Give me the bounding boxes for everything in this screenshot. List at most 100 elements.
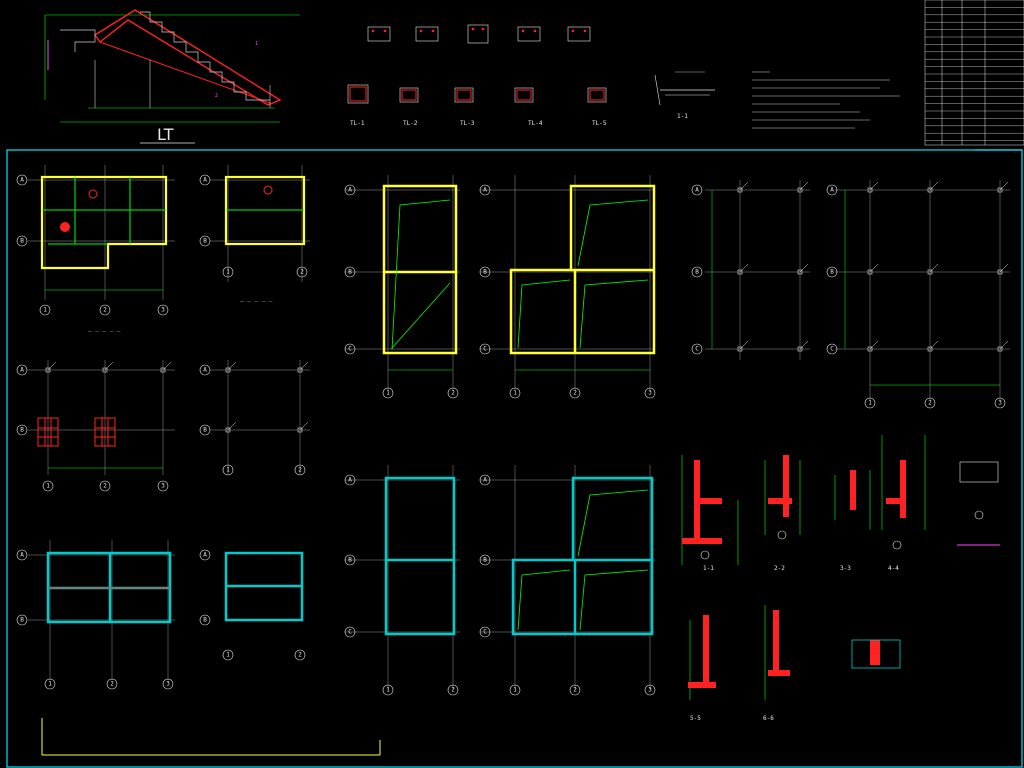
axis-bubble-icon xyxy=(16,549,28,561)
axis-bubble-icon-label: 3 xyxy=(648,390,652,397)
beam-schedule-table xyxy=(924,0,1024,146)
axis-bubble-icon xyxy=(99,304,111,316)
section-detail-small: 1-1 xyxy=(654,71,715,120)
column-icon xyxy=(797,187,803,193)
axis-bubble-icon-label: A xyxy=(483,477,487,484)
axis-bubble-icon-label: C xyxy=(483,629,487,636)
axis-bubble-icon xyxy=(157,480,169,492)
axis-bubble-icon-label: A xyxy=(483,187,487,194)
axis-bubble-icon xyxy=(222,649,234,661)
column-icon xyxy=(867,187,873,193)
structural-plan-center-1 xyxy=(345,175,460,390)
svg-text:_ _ _ _ _: _ _ _ _ _ xyxy=(240,295,273,302)
axis-bubble-icon-label: B xyxy=(20,617,24,624)
axis-bubble-icon-label: 2 xyxy=(451,390,455,397)
beam-label-5: TL-5 xyxy=(592,120,607,127)
axis-bubble-icon-label: 2 xyxy=(298,652,302,659)
axis-bubble-icon-label: B xyxy=(348,269,352,276)
column-icon xyxy=(737,269,743,275)
axis-bubble-icon-label: C xyxy=(348,629,352,636)
axis-bubble-icon-label: A xyxy=(830,187,834,194)
column-icon xyxy=(997,346,1003,352)
drawing-frame xyxy=(6,149,1023,768)
axis-bubble-icon xyxy=(222,266,234,278)
axis-bubble-icon-label: B xyxy=(20,238,24,245)
column-icon xyxy=(867,346,873,352)
axis-bubble-icon-label: 2 xyxy=(298,467,302,474)
axis-bubble-icon-label: 3 xyxy=(648,687,652,694)
section-label-top: 1-1 xyxy=(677,113,688,120)
axis-bubble-icon xyxy=(644,387,656,399)
axis-bubble-icon-label: B xyxy=(348,557,352,564)
axis-bubble-icon-label: B xyxy=(483,557,487,564)
axis-bubble-icon-label: 1 xyxy=(48,681,52,688)
axis-bubble-icon-label: A xyxy=(20,552,24,559)
column-grid-right-1 xyxy=(705,180,810,360)
column-icon xyxy=(45,367,51,373)
column-icon xyxy=(797,269,803,275)
axis-bubble-icon-label: 2 xyxy=(573,687,577,694)
section-label-1: 1-1 xyxy=(703,565,714,572)
axis-bubble-icon-label: 2 xyxy=(110,681,114,688)
axis-bubble-icon xyxy=(16,174,28,186)
axis-bubble-icon-label: C xyxy=(695,346,699,353)
svg-text:2: 2 xyxy=(215,93,218,99)
column-icon xyxy=(797,346,803,352)
axis-bubble-icon xyxy=(199,364,211,376)
axis-bubble-icon-label: 2 xyxy=(451,687,455,694)
section-label-6: 6-6 xyxy=(763,715,774,722)
section-label-2: 2-2 xyxy=(774,565,785,572)
axis-bubble-icon-label: A xyxy=(348,187,352,194)
column-icon xyxy=(997,187,1003,193)
axis-bubble-icon xyxy=(864,397,876,409)
axis-bubble-icon xyxy=(382,387,394,399)
axis-bubble-icon xyxy=(99,480,111,492)
axis-bubble-icon-label: 1 xyxy=(43,307,47,314)
stair-section-drawing: 2 1 LT xyxy=(44,9,300,144)
axis-bubble-icon xyxy=(16,424,28,436)
axis-bubble-icon xyxy=(344,343,356,355)
column-icon xyxy=(927,269,933,275)
axis-bubble-icon-label: B xyxy=(695,269,699,276)
stair-title: LT xyxy=(157,125,174,144)
axis-bubble-icon xyxy=(479,626,491,638)
axis-bubble-icon xyxy=(826,184,838,196)
axis-bubble-icon-label: 2 xyxy=(103,483,107,490)
axis-bubble-icon xyxy=(344,266,356,278)
column-grid-right-2 xyxy=(835,180,1010,400)
axis-bubble-icon-label: 3 xyxy=(166,681,170,688)
axis-bubble-icon xyxy=(344,554,356,566)
axis-bubble-icon-label: A xyxy=(20,367,24,374)
axis-bubble-icon-label: B xyxy=(203,427,207,434)
axis-bubble-icon-label: 1 xyxy=(46,483,50,490)
column-icon xyxy=(867,269,873,275)
axis-bubble-icon xyxy=(447,387,459,399)
column-icon xyxy=(225,427,231,433)
svg-text:1: 1 xyxy=(255,41,258,47)
axis-bubble-icon xyxy=(479,343,491,355)
axis-bubble-icon-label: B xyxy=(20,427,24,434)
axis-bubble-icon xyxy=(479,184,491,196)
axis-bubble-icon xyxy=(44,678,56,690)
axis-bubble-icon-label: B xyxy=(830,269,834,276)
beam-plan-center-1 xyxy=(345,465,460,690)
axis-bubble-icon xyxy=(162,678,174,690)
axis-bubble-icon xyxy=(199,614,211,626)
axis-bubble-icon xyxy=(479,554,491,566)
axis-bubble-icon xyxy=(691,184,703,196)
axis-bubble-icon-label: A xyxy=(203,177,207,184)
wall-sections: 1-1 2-2 3-3 4-4 5-5 6-6 xyxy=(681,435,1000,722)
axis-bubble-icon-label: 1 xyxy=(226,269,230,276)
foundation-plan-1: _ _ _ _ _ xyxy=(28,165,175,332)
axis-bubble-icon xyxy=(569,387,581,399)
axis-bubble-icon xyxy=(199,235,211,247)
axis-bubble-icon-label: C xyxy=(830,346,834,353)
axis-bubble-icon xyxy=(42,480,54,492)
axis-bubble-icon xyxy=(296,266,308,278)
axis-bubble-icon xyxy=(479,266,491,278)
axis-bubble-icon xyxy=(509,684,521,696)
column-icon xyxy=(102,367,108,373)
axis-bubble-icon xyxy=(644,684,656,696)
beam-label-1: TL-1 xyxy=(350,120,365,127)
